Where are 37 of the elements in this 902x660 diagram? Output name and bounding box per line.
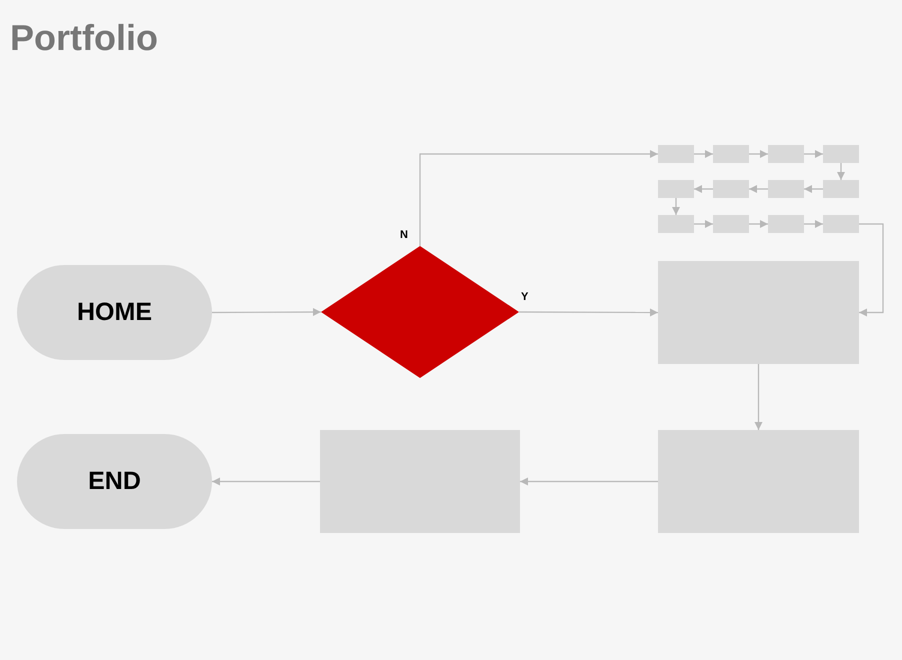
arrow [672, 198, 680, 215]
process-box [768, 145, 804, 163]
process-box [768, 180, 804, 198]
process-box [713, 215, 749, 233]
decision-diamond [321, 246, 519, 378]
process-box [713, 145, 749, 163]
process-box [823, 180, 859, 198]
arrow [804, 185, 823, 193]
node-label: END [88, 467, 141, 496]
arrow [694, 150, 713, 158]
arrow [419, 150, 658, 246]
process-box [713, 180, 749, 198]
arrow [694, 220, 713, 228]
process-box [823, 215, 859, 233]
process-box [320, 430, 520, 533]
arrow [754, 364, 762, 430]
arrow [749, 150, 768, 158]
arrow [804, 150, 823, 158]
arrow [749, 185, 768, 193]
node-label: HOME [77, 298, 152, 327]
process-box [658, 215, 694, 233]
process-box [658, 430, 859, 533]
process-box [823, 145, 859, 163]
arrow [749, 220, 768, 228]
arrow [519, 308, 658, 316]
arrow [520, 478, 658, 486]
arrow [212, 308, 321, 316]
arrow [212, 478, 320, 486]
process-box [658, 261, 859, 364]
arrow [694, 185, 713, 193]
process-box [768, 215, 804, 233]
arrow [804, 220, 823, 228]
arrow [837, 163, 845, 180]
process-box [658, 180, 694, 198]
arrow [859, 223, 884, 316]
process-box [658, 145, 694, 163]
diagram-title: Portfolio [10, 18, 158, 58]
